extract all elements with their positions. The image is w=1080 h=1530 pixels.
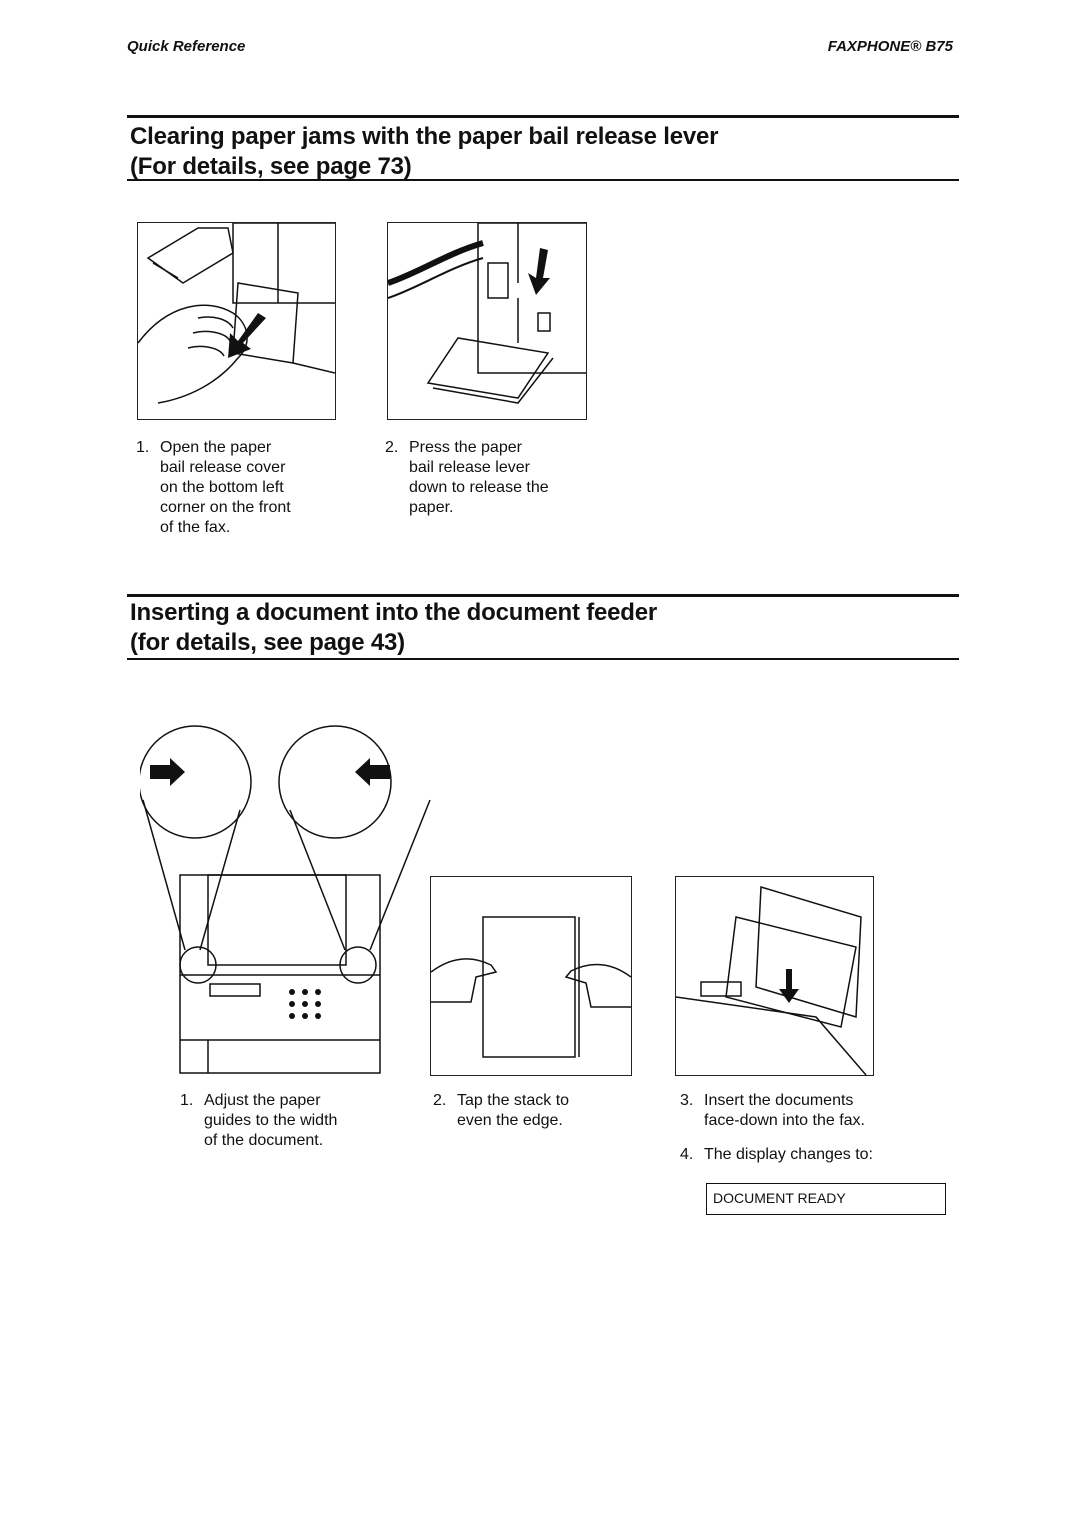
step-number: 1. xyxy=(180,1092,194,1109)
open-cover-illustration xyxy=(138,223,335,404)
step-text: The display changes to: xyxy=(704,1146,873,1163)
step-number: 4. xyxy=(680,1146,694,1163)
step-text: Adjust the paper guides to the width of … xyxy=(204,1092,338,1149)
section2-title-line2: (for details, see page 43) xyxy=(130,629,405,656)
figure-insert-docs xyxy=(675,876,874,1076)
section1-title: Clearing paper jams with the paper bail … xyxy=(130,122,719,182)
step-text: Tap the stack to even the edge. xyxy=(457,1092,570,1129)
section2-bottom-rule xyxy=(127,658,959,660)
step-number: 1. xyxy=(136,439,150,456)
tap-stack-illustration xyxy=(431,916,631,1058)
section1-title-line1: Clearing paper jams with the paper bail … xyxy=(130,123,719,150)
step-text: Press the paper bail release lever down … xyxy=(409,439,549,516)
figure-press-lever xyxy=(387,222,587,420)
step-number: 2. xyxy=(433,1092,447,1109)
press-lever-illustration xyxy=(388,223,586,404)
step-number: 3. xyxy=(680,1092,694,1109)
step-text: Insert the documents face-down into the … xyxy=(704,1092,865,1129)
section1-top-rule xyxy=(127,115,959,118)
figure-tap-stack xyxy=(430,876,632,1076)
header-right: FAXPHONE® B75 xyxy=(827,38,953,55)
figure-open-cover xyxy=(137,222,336,420)
step-text: Open the paper bail release cover on the… xyxy=(160,439,291,536)
section1-bottom-rule xyxy=(127,179,959,181)
section2-top-rule xyxy=(127,594,959,597)
step-number: 2. xyxy=(385,439,399,456)
section1-title-line2: (For details, see page 73) xyxy=(130,153,412,180)
section2-title-line1: Inserting a document into the document f… xyxy=(130,599,658,626)
insert-docs-illustration xyxy=(676,886,867,1075)
figure-paper-guides xyxy=(140,725,431,1074)
header-left: Quick Reference xyxy=(127,38,246,55)
section2-title: Inserting a document into the document f… xyxy=(130,598,657,658)
lcd-display: DOCUMENT READY xyxy=(706,1183,946,1215)
